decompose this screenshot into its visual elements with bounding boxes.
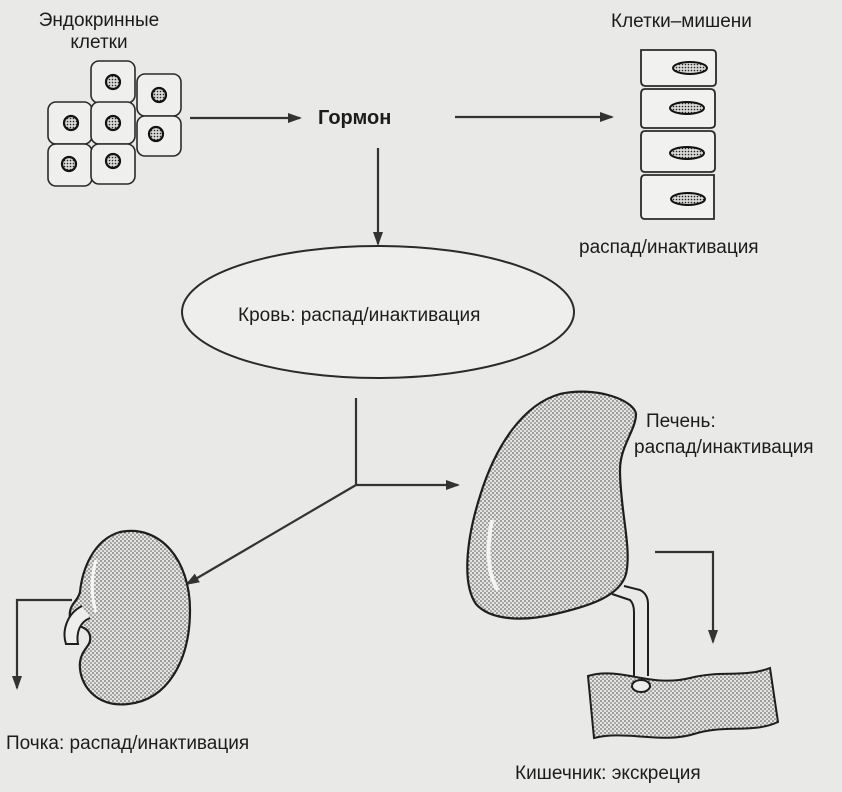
intestine-icon [586,666,780,740]
target-cells-label: Клетки–мишени [611,11,752,32]
endocrine-label-line1: Эндокринные [38,10,160,31]
liver-label-line1: Печень: [646,411,716,432]
hormone-label: Гормон [318,107,392,129]
intestine-label: Кишечник: экскреция [515,763,701,784]
arrow-kidney-out [12,598,72,690]
liver-label-line2: распад/инактивация [634,437,814,458]
kidney-icon [63,529,192,706]
target-decay-label: распад/инактивация [579,237,759,258]
endocrine-cells-icon [47,60,182,187]
blood-label: Кровь: распад/инактивация [238,305,481,326]
kidney-label: Почка: распад/инактивация [6,733,250,754]
arrow-to-kidney [185,484,357,586]
arrow-liver-out [655,550,718,644]
endocrine-label-line2: клетки [70,32,128,53]
blood-ellipse [181,245,575,379]
endocrine-cells-label: Эндокринные клетки [14,10,184,54]
liver-icon [466,390,649,678]
target-cells-icon [640,49,717,220]
